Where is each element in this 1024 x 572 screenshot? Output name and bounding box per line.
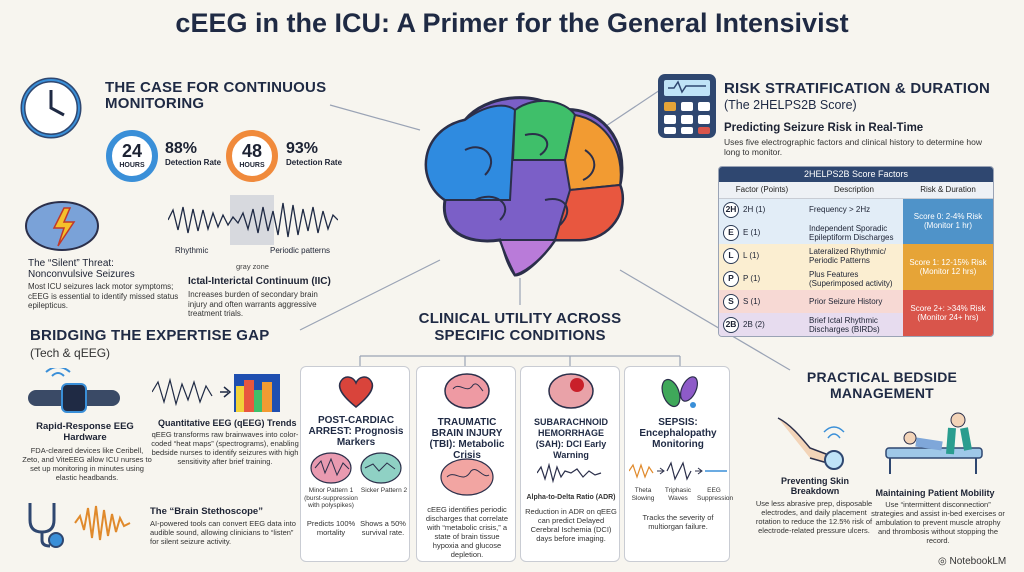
bedside-heading: PRACTICAL BEDSIDE MANAGEMENT: [806, 369, 958, 401]
risk-score-1: Score 1: 12-15% Risk (Monitor 12 hrs): [903, 244, 993, 290]
predict-title: Predicting Seizure Risk in Real-Time: [724, 122, 924, 134]
wave-label-periodic: Periodic patterns: [270, 246, 331, 255]
bacteria-icon: [661, 376, 698, 408]
card-sepsis: SEPSIS: Encephalopathy Monitoring Theta …: [624, 366, 734, 562]
eeg-waveform: [168, 195, 338, 245]
brain-pattern-1-icon: [310, 452, 352, 484]
risk-heading: RISK STRATIFICATION & DURATION: [724, 80, 990, 97]
adr-label: Alpha-to-Delta Ratio (ADR): [526, 494, 616, 501]
qeeg-text: qEEG transforms raw brainwaves into colo…: [151, 430, 299, 466]
stat-48-text: 93% Detection Rate: [286, 140, 343, 167]
page-title: cEEG in the ICU: A Primer for the Genera…: [175, 8, 849, 38]
case-heading: THE CASE FOR CONTINUOUS MONITORING: [105, 79, 327, 112]
card-sah: SUBARACHNOID HEMORRHAGE (SAH): DCI Early…: [520, 366, 620, 562]
iic-title: Ictal-Interictal Continuum (IIC): [188, 276, 331, 287]
col-desc: Description: [805, 182, 903, 199]
score-table-caption: 2HELPS2B Score Factors: [719, 167, 993, 182]
predict-text: Uses five electrographic factors and cli…: [724, 137, 982, 157]
pattern-2-label: Sicker Pattern 2: [360, 487, 408, 494]
gap-heading: BRIDGING THE EXPERTISE GAP: [30, 327, 270, 344]
brain-tbi-icon: [444, 373, 490, 409]
stethoscope-title: The “Brain Stethoscope”: [150, 506, 263, 517]
iic-text: Increases burden of secondary brain inju…: [188, 290, 318, 318]
col-factor: Factor (Points): [719, 182, 805, 199]
hand-electrode-icon: [777, 417, 845, 470]
qeeg-spectrogram: [152, 374, 280, 412]
stethoscope-icon: [28, 503, 131, 548]
card-sepsis-title: SEPSIS: Encephalopathy Monitoring: [639, 417, 717, 450]
card-cardiac-title: POST-CARDIAC ARREST: Prognosis Markers: [308, 415, 404, 448]
stethoscope-text: AI-powered tools can convert EEG data in…: [150, 519, 296, 546]
pattern-2-outcome: Shows a 50% survival rate.: [360, 519, 406, 537]
card-sah-text: Reduction in ADR on qEEG can predict Del…: [525, 507, 617, 543]
mobility-text: Use “intermittent disconnection” strateg…: [871, 500, 1005, 545]
headband-icon: [28, 368, 120, 413]
brain-pattern-2-icon: [360, 452, 402, 484]
pattern-1-outcome: Predicts 100% mortality: [306, 519, 356, 537]
qeeg-title: Quantitative EEG (qEEG) Trends: [158, 418, 297, 428]
clinical-heading: CLINICAL UTILITY ACROSS SPECIFIC CONDITI…: [418, 310, 622, 344]
wave-theta-label: Theta Slowing: [631, 487, 655, 502]
clock-icon: [18, 75, 84, 146]
card-tbi-title: TRAUMATIC BRAIN INJURY (TBI): Metabolic …: [429, 417, 505, 461]
brand-badge: ◎ NotebookLM: [938, 556, 1006, 567]
risk-score-0: Score 0: 2-4% Risk (Monitor 1 hr): [903, 198, 993, 244]
col-risk: Risk & Duration: [903, 182, 993, 199]
risk-score-2: Score 2+: >34% Risk (Monitor 24+ hrs): [903, 290, 993, 336]
card-cardiac: POST-CARDIAC ARREST: Prognosis Markers M…: [300, 366, 410, 562]
brain-lightning-icon: [22, 196, 102, 259]
wave-suppression-label: EEG Suppression: [697, 487, 734, 502]
sepsis-wave-icon: [629, 461, 727, 481]
calculator-icon: [658, 74, 716, 138]
skin-text: Use less abrasive prep, disposable elect…: [755, 499, 873, 535]
card-sepsis-text: Tracks the severity of multiorgan failur…: [642, 513, 714, 531]
patient-bed-icon: [885, 412, 983, 474]
card-tbi: TRAUMATIC BRAIN INJURY (TBI): Metabolic …: [416, 366, 516, 562]
silent-threat-text: Most ICU seizures lack motor symptoms; c…: [28, 282, 179, 310]
mobility-title: Maintaining Patient Mobility: [875, 488, 995, 498]
hardware-text: FDA-cleared devices like Ceribell, Zeto,…: [22, 446, 152, 482]
brain-illustration: [424, 96, 625, 277]
brain-crisis-icon: [440, 458, 494, 496]
hardware-title: Rapid-Response EEG Hardware: [36, 421, 134, 443]
pattern-1-label: Minor Pattern 1 (burst-suppression with …: [304, 487, 358, 509]
risk-sub: (The 2HELPS2B Score): [724, 98, 857, 112]
wave-label-rhythmic: Rhythmic: [175, 246, 209, 255]
brand-name: NotebookLM: [949, 556, 1007, 567]
brand-logo-icon: ◎: [938, 556, 947, 567]
stat-24-text: 88% Detection Rate: [165, 140, 222, 167]
gap-sub: (Tech & qEEG): [30, 346, 111, 360]
wave-label-gray-zone: gray zone: [236, 262, 269, 271]
card-tbi-text: cEEG identifies periodic discharges that…: [425, 505, 509, 559]
score-table: 2HELPS2B Score Factors Factor (Points) D…: [718, 166, 994, 337]
silent-threat-title: The “Silent” Threat: Nonconvulsive Seizu…: [28, 258, 135, 280]
adr-wave-icon: [537, 462, 602, 484]
skin-title: Preventing Skin Breakdown: [780, 476, 850, 496]
card-sah-title: SUBARACHNOID HEMORRHAGE (SAH): DCI Early…: [534, 417, 608, 460]
wave-triphasic-label: Triphasic Waves: [664, 487, 692, 502]
heart-icon: [338, 376, 374, 408]
brain-hemorrhage-icon: [548, 373, 594, 409]
